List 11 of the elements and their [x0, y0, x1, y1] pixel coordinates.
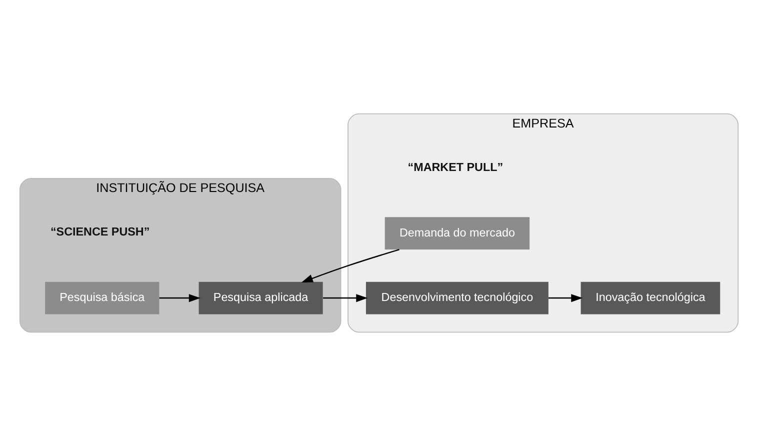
arrow	[301, 248, 400, 283]
label: “SCIENCE PUSH”	[50, 225, 150, 238]
label: “MARKET PULL”	[408, 160, 504, 174]
node-box: Demanda do mercado	[384, 217, 530, 250]
node-box: Pesquisa aplicada	[198, 282, 323, 314]
arrow	[159, 294, 200, 302]
node-box: Desenvolvimento tecnológico	[366, 282, 548, 314]
arrow	[548, 294, 583, 302]
node-box: Pesquisa básica	[45, 282, 160, 314]
arrow	[323, 294, 368, 302]
node-box: Inovação tecnológica	[580, 282, 720, 314]
